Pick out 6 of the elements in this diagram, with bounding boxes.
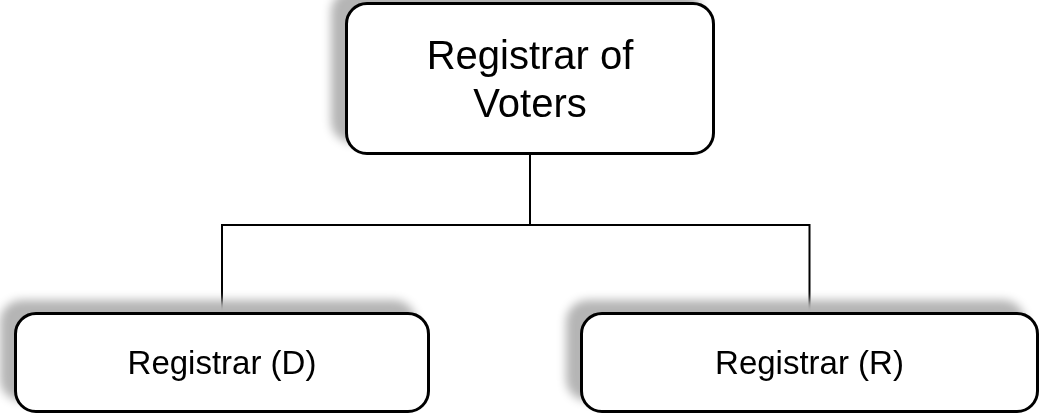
org-box: [580, 312, 1039, 413]
box-label: Registrar (D): [127, 342, 317, 383]
box-label: Registrar (R): [715, 342, 904, 383]
org-box: [345, 2, 715, 155]
box-label: Registrar of Voters: [425, 31, 635, 127]
org-box: [14, 312, 430, 413]
